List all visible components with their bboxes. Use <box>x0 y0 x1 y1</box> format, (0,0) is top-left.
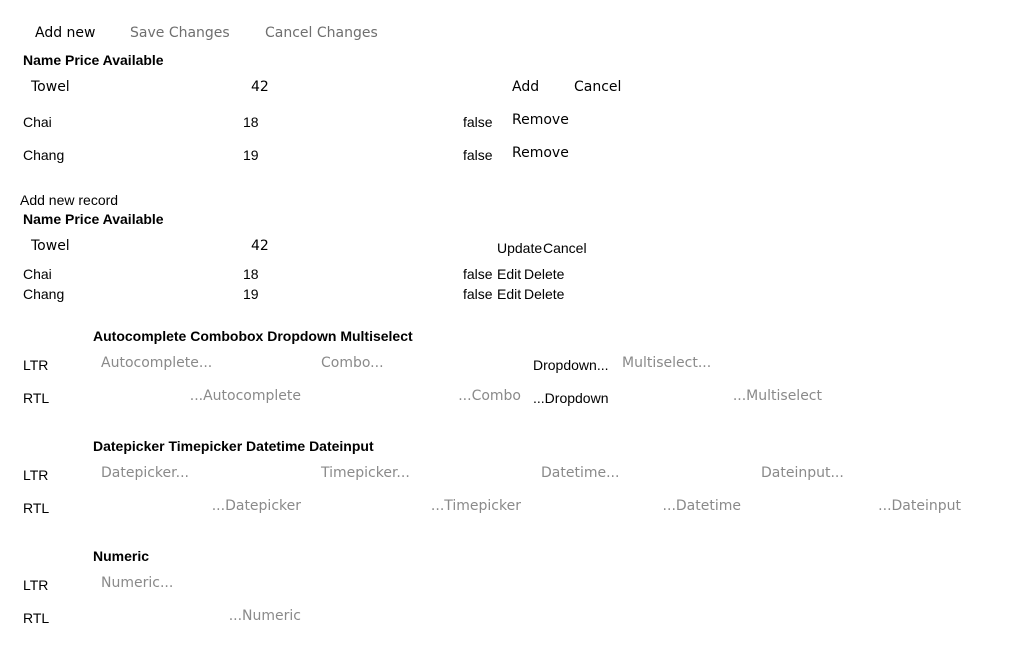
numeric-ltr-input[interactable]: Numeric... <box>101 575 174 591</box>
date-section-header: Datepicker Timepicker Datetime Dateinput <box>93 438 374 454</box>
grid1-row-name: Chang <box>23 147 65 163</box>
datepicker-rtl-input[interactable]: ...Datepicker <box>211 498 301 514</box>
grid1-edit-price-input[interactable]: 42 <box>251 79 269 95</box>
grid1-remove-button[interactable]: Remove <box>512 112 569 128</box>
dateinput-rtl-input[interactable]: ...Dateinput <box>878 498 961 514</box>
combobox-ltr-input[interactable]: Combo... <box>321 355 384 371</box>
dateinput-ltr-input[interactable]: Dateinput... <box>761 465 844 481</box>
numeric-section-header: Numeric <box>93 548 150 564</box>
grid2-row-name: Chang <box>23 286 65 302</box>
grid2-edit-button[interactable]: Edit <box>497 266 522 282</box>
timepicker-rtl-input[interactable]: ...Timepicker <box>430 498 521 514</box>
grid2-row-price: 18 <box>243 266 259 282</box>
combobox-rtl-input[interactable]: ...Combo <box>458 388 521 404</box>
grid1-remove-button[interactable]: Remove <box>512 145 569 161</box>
grid1-header: Name Price Available <box>23 52 164 68</box>
grid2-cancel-button[interactable]: Cancel <box>543 240 587 256</box>
save-changes-button[interactable]: Save Changes <box>130 25 230 41</box>
grid2-update-button[interactable]: Update <box>497 240 543 256</box>
grid2-row-available: false <box>463 266 493 282</box>
grid1-edit-name-input[interactable]: Towel <box>31 79 70 95</box>
grid2-edit-price-input[interactable]: 42 <box>251 238 269 254</box>
ltr-label: LTR <box>23 577 49 593</box>
grid2-edit-button[interactable]: Edit <box>497 286 522 302</box>
multiselect-rtl-input[interactable]: ...Multiselect <box>732 388 822 404</box>
timepicker-ltr-input[interactable]: Timepicker... <box>321 465 410 481</box>
combo-section-header: Autocomplete Combobox Dropdown Multisele… <box>93 328 413 344</box>
dropdown-ltr-select[interactable]: Dropdown... <box>533 357 609 373</box>
autocomplete-rtl-input[interactable]: ...Autocomplete <box>189 388 301 404</box>
ltr-label: LTR <box>23 357 49 373</box>
grid1-row-name: Chai <box>23 114 52 130</box>
datepicker-ltr-input[interactable]: Datepicker... <box>101 465 189 481</box>
datetime-rtl-input[interactable]: ...Datetime <box>662 498 741 514</box>
grid2-edit-name-input[interactable]: Towel <box>31 238 70 254</box>
autocomplete-ltr-input[interactable]: Autocomplete... <box>101 355 213 371</box>
grid2-header: Name Price Available <box>23 211 164 227</box>
grid2-row-price: 19 <box>243 286 259 302</box>
grid1-row-available: false <box>463 147 493 163</box>
cancel-changes-button[interactable]: Cancel Changes <box>265 25 378 41</box>
grid2-delete-button[interactable]: Delete <box>524 266 565 282</box>
grid2-row-available: false <box>463 286 493 302</box>
numeric-rtl-input[interactable]: ...Numeric <box>228 608 301 624</box>
grid1-row-price: 19 <box>243 147 259 163</box>
datetime-ltr-input[interactable]: Datetime... <box>541 465 620 481</box>
grid2-delete-button[interactable]: Delete <box>524 286 565 302</box>
grid1-cancel-button[interactable]: Cancel <box>574 79 622 95</box>
add-new-record-link[interactable]: Add new record <box>20 192 119 208</box>
grid1-add-button[interactable]: Add <box>512 79 540 95</box>
grid1-row-available: false <box>463 114 493 130</box>
dropdown-rtl-select[interactable]: ...Dropdown <box>533 390 609 406</box>
add-new-button[interactable]: Add new <box>35 25 96 41</box>
grid2-row-name: Chai <box>23 266 52 282</box>
ltr-label: LTR <box>23 467 49 483</box>
rtl-label: RTL <box>23 390 50 406</box>
rtl-label: RTL <box>23 610 50 626</box>
multiselect-ltr-input[interactable]: Multiselect... <box>622 355 712 371</box>
grid1-row-price: 18 <box>243 114 259 130</box>
rtl-label: RTL <box>23 500 50 516</box>
